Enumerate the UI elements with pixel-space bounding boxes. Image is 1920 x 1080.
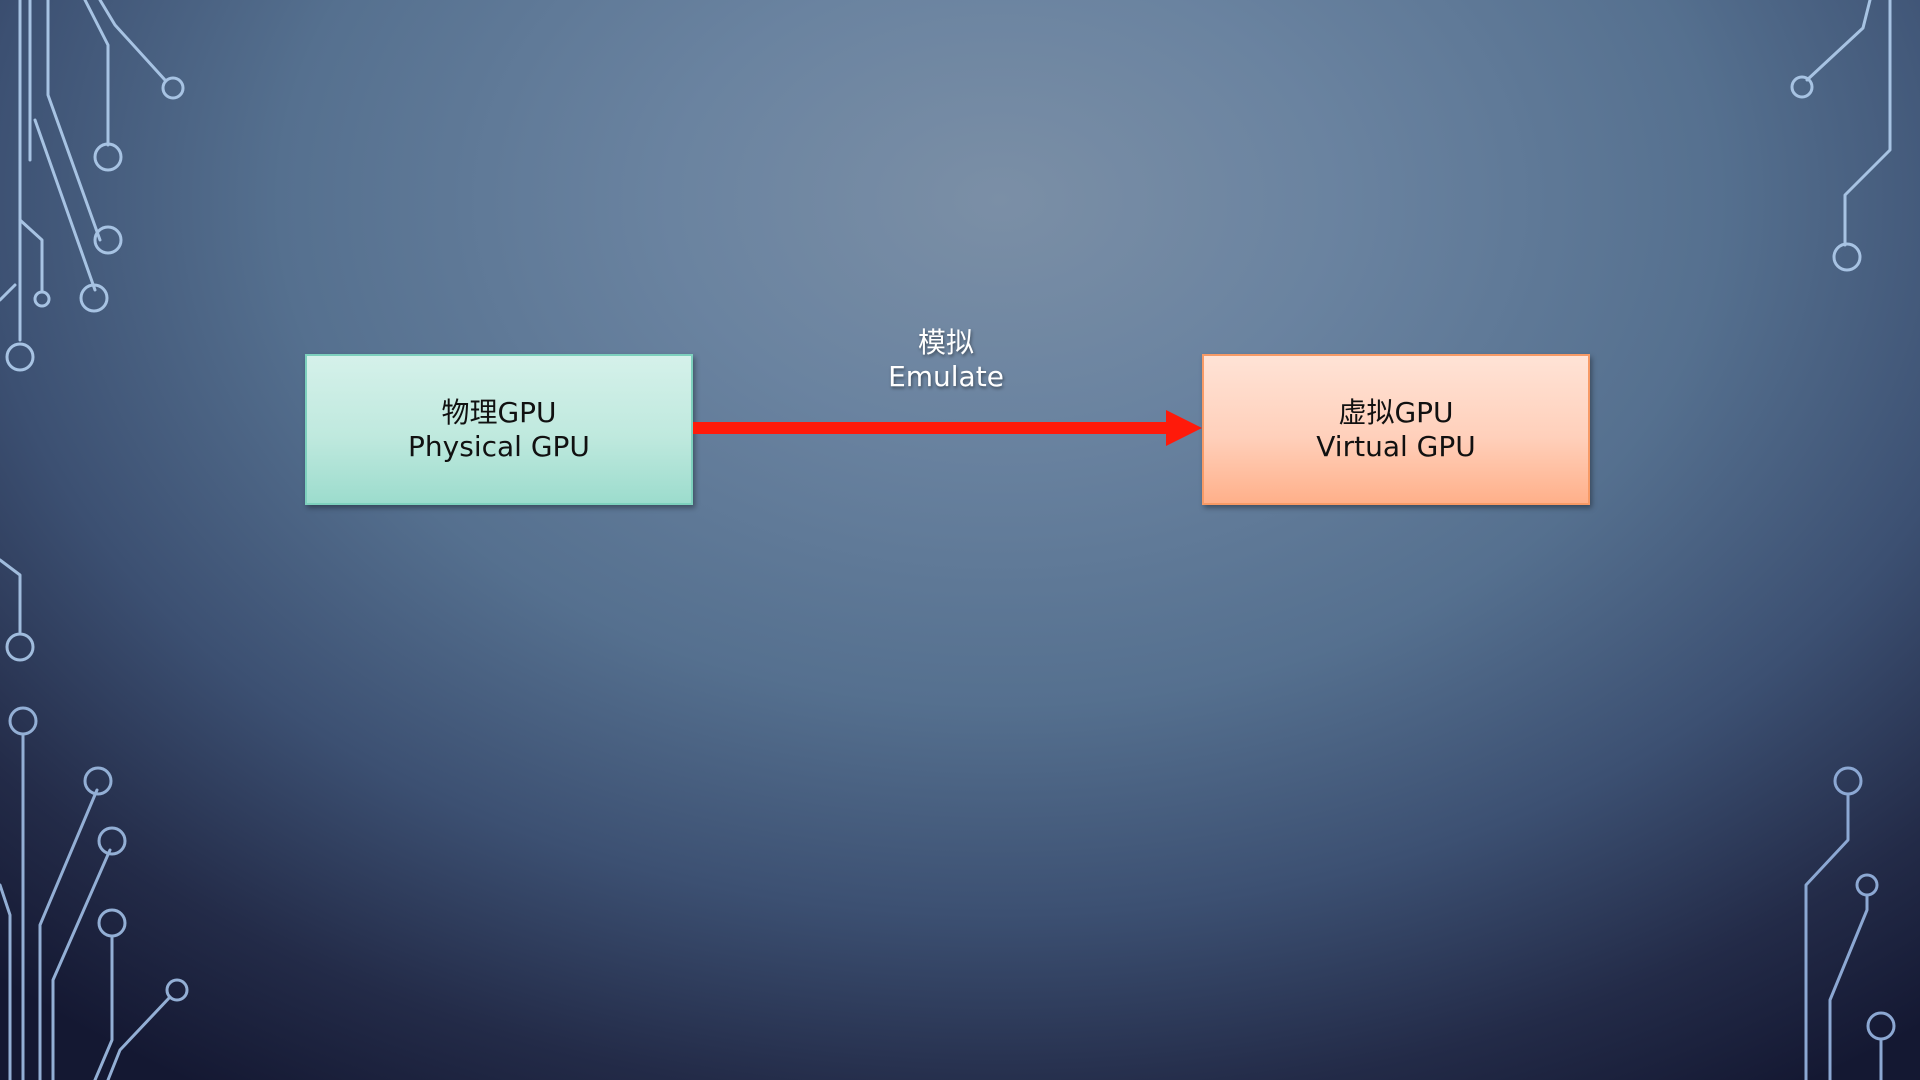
node-physical-gpu-label-zh: 物理GPU: [441, 395, 557, 429]
node-virtual-gpu-label-zh: 虚拟GPU: [1338, 395, 1454, 429]
edge-emulate-arrowhead: [1166, 410, 1202, 446]
circuit-decoration-left-middle: [0, 558, 35, 662]
circuit-decoration-top-right: [1790, 0, 1892, 272]
node-physical-gpu-label-en: Physical GPU: [408, 429, 590, 463]
edge-emulate-label: 模拟 Emulate: [846, 326, 1046, 394]
edge-emulate-label-en: Emulate: [888, 360, 1004, 393]
edge-emulate-label-zh: 模拟: [917, 326, 974, 359]
circuit-decoration-top-left: [0, 0, 185, 372]
node-virtual-gpu-label-en: Virtual GPU: [1316, 429, 1476, 463]
node-physical-gpu: 物理GPU Physical GPU: [305, 354, 693, 505]
edge-emulate-arrow: [693, 410, 1202, 446]
circuit-decoration-bottom-right: [1804, 766, 1896, 1080]
node-virtual-gpu: 虚拟GPU Virtual GPU: [1202, 354, 1590, 505]
circuit-decoration-bottom-left: [0, 706, 189, 1080]
